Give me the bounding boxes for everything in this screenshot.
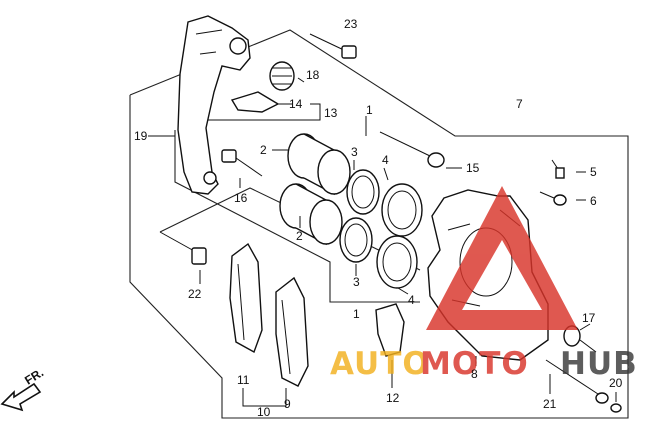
label-8: 8 [471,367,478,381]
label-20: 20 [609,376,623,390]
front-direction-arrow: FR. [0,365,46,412]
label-22: 22 [188,287,202,301]
boot-18 [269,61,295,91]
brake-pad-11 [229,242,263,354]
label-1a: 1 [366,103,373,117]
label-12: 12 [386,391,400,405]
label-7: 7 [516,97,523,111]
label-23: 23 [344,17,358,31]
watermark-text-auto: AUTO [330,346,430,382]
piston-lower [279,183,343,246]
label-3a: 3 [351,145,358,159]
label-15: 15 [466,161,480,175]
label-5: 5 [590,165,597,179]
label-1b: 1 [353,307,360,321]
label-4a: 4 [382,153,389,167]
front-direction-label: FR. [22,365,46,387]
brake-pad-9 [275,276,309,387]
watermark: AUTO MOTO HUB [330,186,638,382]
label-10: 10 [257,405,271,419]
bolt-16 [221,149,263,177]
label-14: 14 [289,97,303,111]
label-11: 11 [237,373,250,387]
seal-rings [339,169,423,289]
watermark-text-hub: HUB [560,346,638,382]
label-16: 16 [234,191,248,205]
washer-20 [610,403,622,413]
bolt-21 [545,359,609,404]
watermark-text-moto: MOTO [420,346,529,382]
label-2a: 2 [260,143,267,157]
watermark-triangle [426,186,578,330]
cap-6 [539,191,567,206]
label-17: 17 [582,311,596,325]
label-3b: 3 [353,275,360,289]
bolt-23 [309,33,357,59]
bolt-22 [159,231,207,265]
label-19: 19 [134,129,148,143]
caliper-bracket [177,15,251,195]
piston-upper [287,133,351,196]
pad-spring-14 [230,91,280,113]
label-4b: 4 [408,293,415,307]
part-labels: 1 1 2 2 3 3 4 4 5 6 7 8 9 10 11 12 13 14… [134,17,623,419]
label-13: 13 [324,106,338,120]
slide-pin [379,131,445,168]
bleeder-5 [551,159,565,179]
label-18: 18 [306,68,320,82]
label-6: 6 [590,194,597,208]
pad-clip-12 [375,303,405,357]
leader-lines [148,77,617,407]
label-2b: 2 [296,229,303,243]
label-21: 21 [543,397,557,411]
label-9: 9 [284,397,291,411]
